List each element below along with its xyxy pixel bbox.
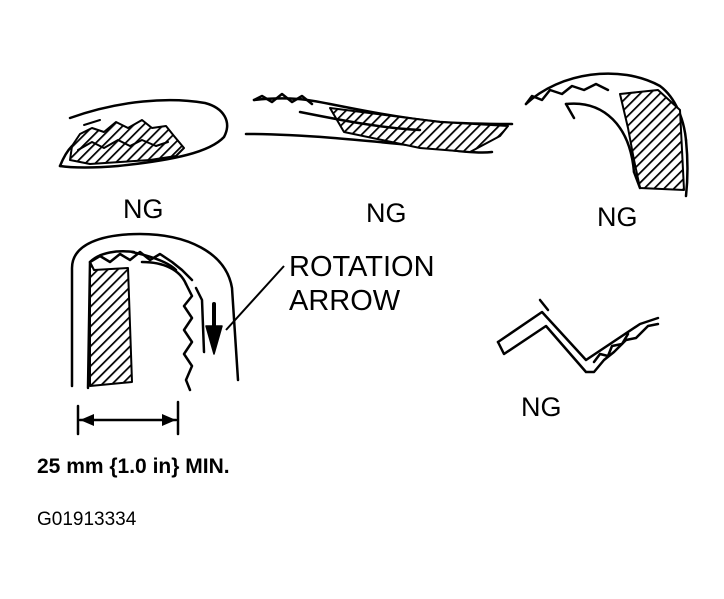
belt-damage-illustration-4 [496, 298, 660, 374]
ng-label-1: NG [123, 194, 164, 224]
figure-code: G01913334 [37, 509, 137, 530]
belt-minimum-length-illustration [70, 232, 240, 392]
ng-label-3: NG [597, 202, 638, 232]
belt-damage-illustration-2 [244, 92, 514, 154]
minimum-length-dimension [76, 400, 180, 436]
rotation-label-line-1: ROTATION [289, 251, 435, 283]
rotation-label-line-2: ARROW [289, 285, 401, 317]
ng-label-2: NG [366, 198, 407, 228]
minimum-length-spec: 25 mm {1.0 in} MIN. [37, 455, 230, 478]
rotation-arrow-label: ROTATION ARROW [289, 250, 435, 318]
ng-label-4: NG [521, 392, 562, 422]
belt-damage-illustration-3 [524, 72, 689, 198]
belt-damage-illustration-1 [58, 98, 229, 169]
rotation-arrow-leader-line [225, 265, 285, 331]
